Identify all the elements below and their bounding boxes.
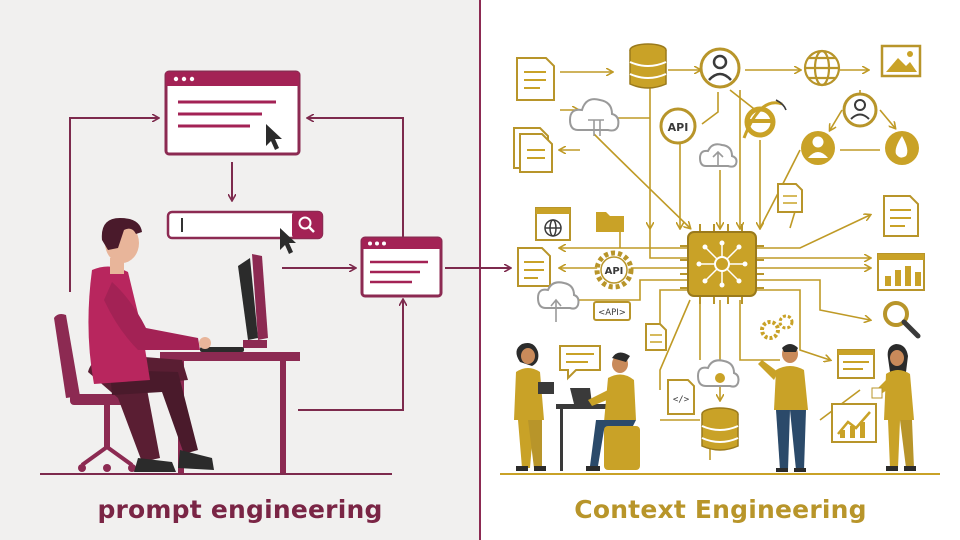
magnifier-icon	[883, 301, 921, 339]
user-icon	[699, 47, 741, 89]
document-icon	[645, 323, 667, 351]
api-badge: API	[659, 107, 697, 145]
user-icon	[801, 131, 835, 165]
cursor-icon	[280, 228, 296, 254]
api-tag: <API>	[593, 301, 631, 321]
document-icon	[883, 195, 919, 237]
search-icon	[166, 210, 324, 240]
bar-chart-icon	[877, 253, 925, 291]
desk-with-computer	[160, 254, 300, 473]
browser-window-icon	[535, 207, 571, 241]
browser-window-icon	[164, 70, 301, 156]
bar-chart-icon	[831, 403, 877, 443]
gear-icon	[760, 314, 794, 340]
svg-text:API: API	[668, 121, 689, 134]
document-icon	[777, 183, 803, 213]
internet-explorer-icon	[742, 99, 787, 139]
database-icon	[701, 407, 739, 451]
svg-text:<API>: <API>	[598, 308, 626, 318]
document-icon	[516, 57, 555, 101]
folder-icon	[596, 212, 624, 232]
chip-icon	[680, 224, 764, 304]
image-icon	[880, 44, 922, 78]
cloud-icon	[568, 98, 620, 136]
water-drop-icon	[885, 131, 919, 165]
globe-icon	[803, 49, 841, 87]
context-connections	[560, 70, 895, 460]
document-icon	[513, 127, 553, 173]
cloud-icon	[696, 359, 740, 388]
svg-text:API: API	[605, 266, 624, 277]
gear-icon: API	[594, 250, 634, 290]
context-engineering-caption: Context Engineering	[574, 495, 867, 524]
browser-window-icon	[360, 236, 443, 298]
prompt-engineering-caption: prompt engineering	[97, 495, 383, 524]
person-typing	[88, 218, 214, 472]
svg-text:</>: </>	[673, 395, 690, 405]
cloud-icon	[698, 143, 738, 168]
woman-standing	[871, 344, 916, 471]
man-with-laptop	[556, 352, 640, 471]
panel-divider	[479, 0, 481, 540]
cloud-icon	[536, 281, 580, 322]
browser-window-icon	[837, 349, 875, 379]
user-icon	[842, 92, 878, 128]
chat-bubble-icon	[559, 345, 601, 381]
database-icon	[629, 43, 667, 89]
code-document-icon: </>	[667, 379, 695, 415]
woman-with-tablet	[514, 343, 554, 471]
cursor-icon	[266, 124, 282, 150]
man-standing	[758, 344, 808, 472]
document-icon	[517, 247, 551, 287]
prompt-flow	[69, 118, 510, 411]
